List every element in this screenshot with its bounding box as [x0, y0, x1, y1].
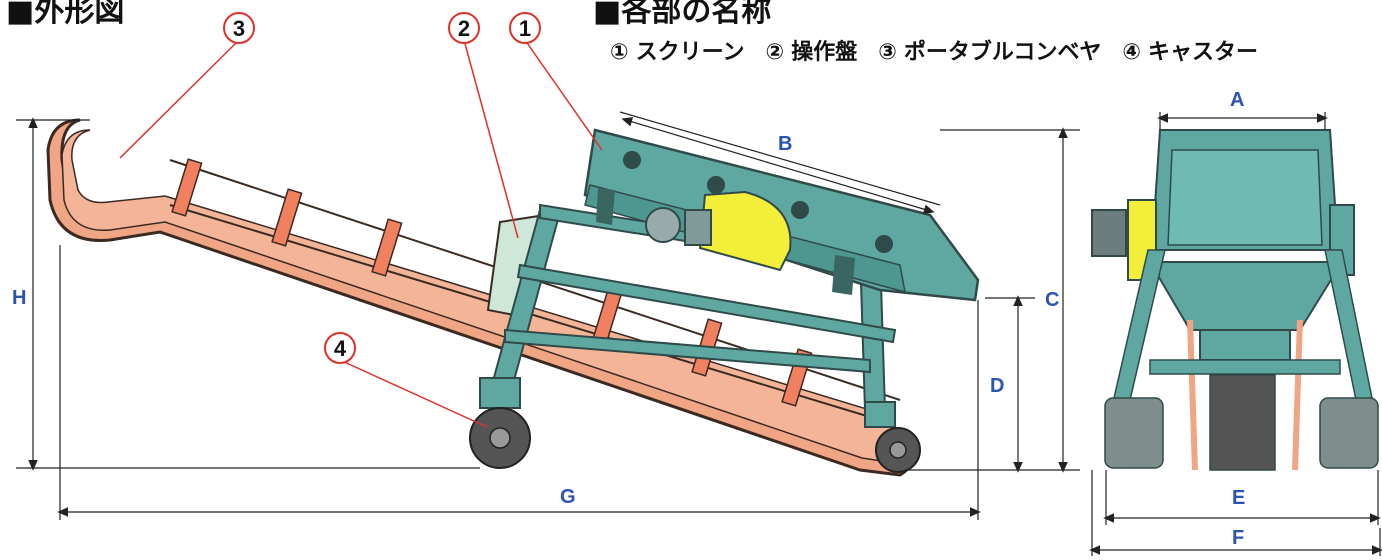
- dimension-label-b: B: [778, 133, 792, 155]
- parts-legend: ① スクリーン ② 操作盤 ③ ポータブルコンベヤ ④ キャスター: [610, 34, 1272, 66]
- callout-4: 4: [324, 332, 488, 428]
- dimension-label-c: C: [1045, 289, 1059, 311]
- svg-text:3: 3: [233, 16, 245, 41]
- legend-item-caster: ④ キャスター: [1122, 40, 1259, 65]
- legend-item-screen: ① スクリーン: [610, 40, 745, 65]
- page-title-part-names: ■各部の名称: [593, 0, 772, 29]
- page-title-outline-drawing: ■外形図: [6, 0, 125, 29]
- svg-text:2: 2: [458, 16, 470, 41]
- callout-3: 3: [119, 12, 255, 159]
- dimension-label-a: A: [1230, 89, 1244, 111]
- legend-item-control-panel: ② 操作盤: [765, 40, 858, 65]
- svg-text:1: 1: [519, 16, 531, 41]
- dimension-label-e: E: [1232, 487, 1245, 509]
- legend-item-portable-conveyor: ③ ポータブルコンベヤ: [878, 40, 1102, 65]
- dimension-label-h: H: [12, 287, 26, 309]
- callout-1: 1: [509, 12, 603, 151]
- front-view: [1091, 129, 1379, 471]
- dimension-label-f: F: [1232, 527, 1244, 549]
- callout-2: 2: [448, 12, 519, 239]
- svg-text:4: 4: [334, 336, 347, 361]
- dimension-label-d: D: [990, 375, 1004, 397]
- caster-front: [469, 377, 531, 469]
- dimension-label-g: G: [560, 486, 576, 508]
- caster-rear: [864, 401, 921, 473]
